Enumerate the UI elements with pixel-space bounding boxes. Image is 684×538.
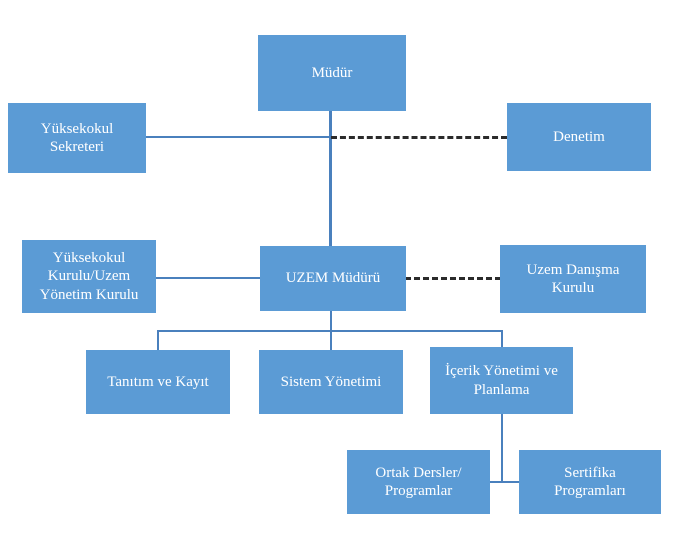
connector-yuksekokul-sekreteri-to-trunk xyxy=(145,136,330,138)
connector-bus-to-icerik-yonetimi xyxy=(501,330,503,348)
node-sistem-yonetimi[interactable]: Sistem Yönetimi xyxy=(259,350,403,414)
node-ortak-dersler-programlar[interactable]: Ortak Dersler/ Programlar xyxy=(347,450,490,514)
connector-uzem-muduru-to-uzem-danisma-dashed xyxy=(405,277,501,280)
connector-uzem-muduru-down-stub xyxy=(330,310,332,332)
connector-trunk-to-denetim-dashed xyxy=(331,136,507,139)
node-uzem-danisma-kurulu[interactable]: Uzem Danışma Kurulu xyxy=(500,245,646,313)
connector-bus-to-tanitim-kayit xyxy=(157,330,159,351)
connector-yuksekokul-kurulu-to-uzem-muduru xyxy=(155,277,261,279)
node-denetim[interactable]: Denetim xyxy=(507,103,651,171)
connector-bottom-pair-bus xyxy=(487,481,521,483)
connector-icerik-yonetimi-down-stub xyxy=(501,413,503,483)
node-uzem-muduru[interactable]: UZEM Müdürü xyxy=(260,246,406,311)
node-yuksekokul-sekreteri[interactable]: Yüksekokul Sekreteri xyxy=(8,103,146,173)
node-mudur[interactable]: Müdür xyxy=(258,35,406,111)
node-tanitim-ve-kayit[interactable]: Tanıtım ve Kayıt xyxy=(86,350,230,414)
node-sertifika-programlari[interactable]: Sertifika Programları xyxy=(519,450,661,514)
connector-mudur-to-uzem-muduru xyxy=(329,110,332,247)
connector-bus-to-sistem-yonetimi xyxy=(330,330,332,351)
node-icerik-yonetimi-ve-planlama[interactable]: İçerik Yönetimi ve Planlama xyxy=(430,347,573,414)
node-yuksekokul-kurulu[interactable]: Yüksekokul Kurulu/Uzem Yönetim Kurulu xyxy=(22,240,156,313)
